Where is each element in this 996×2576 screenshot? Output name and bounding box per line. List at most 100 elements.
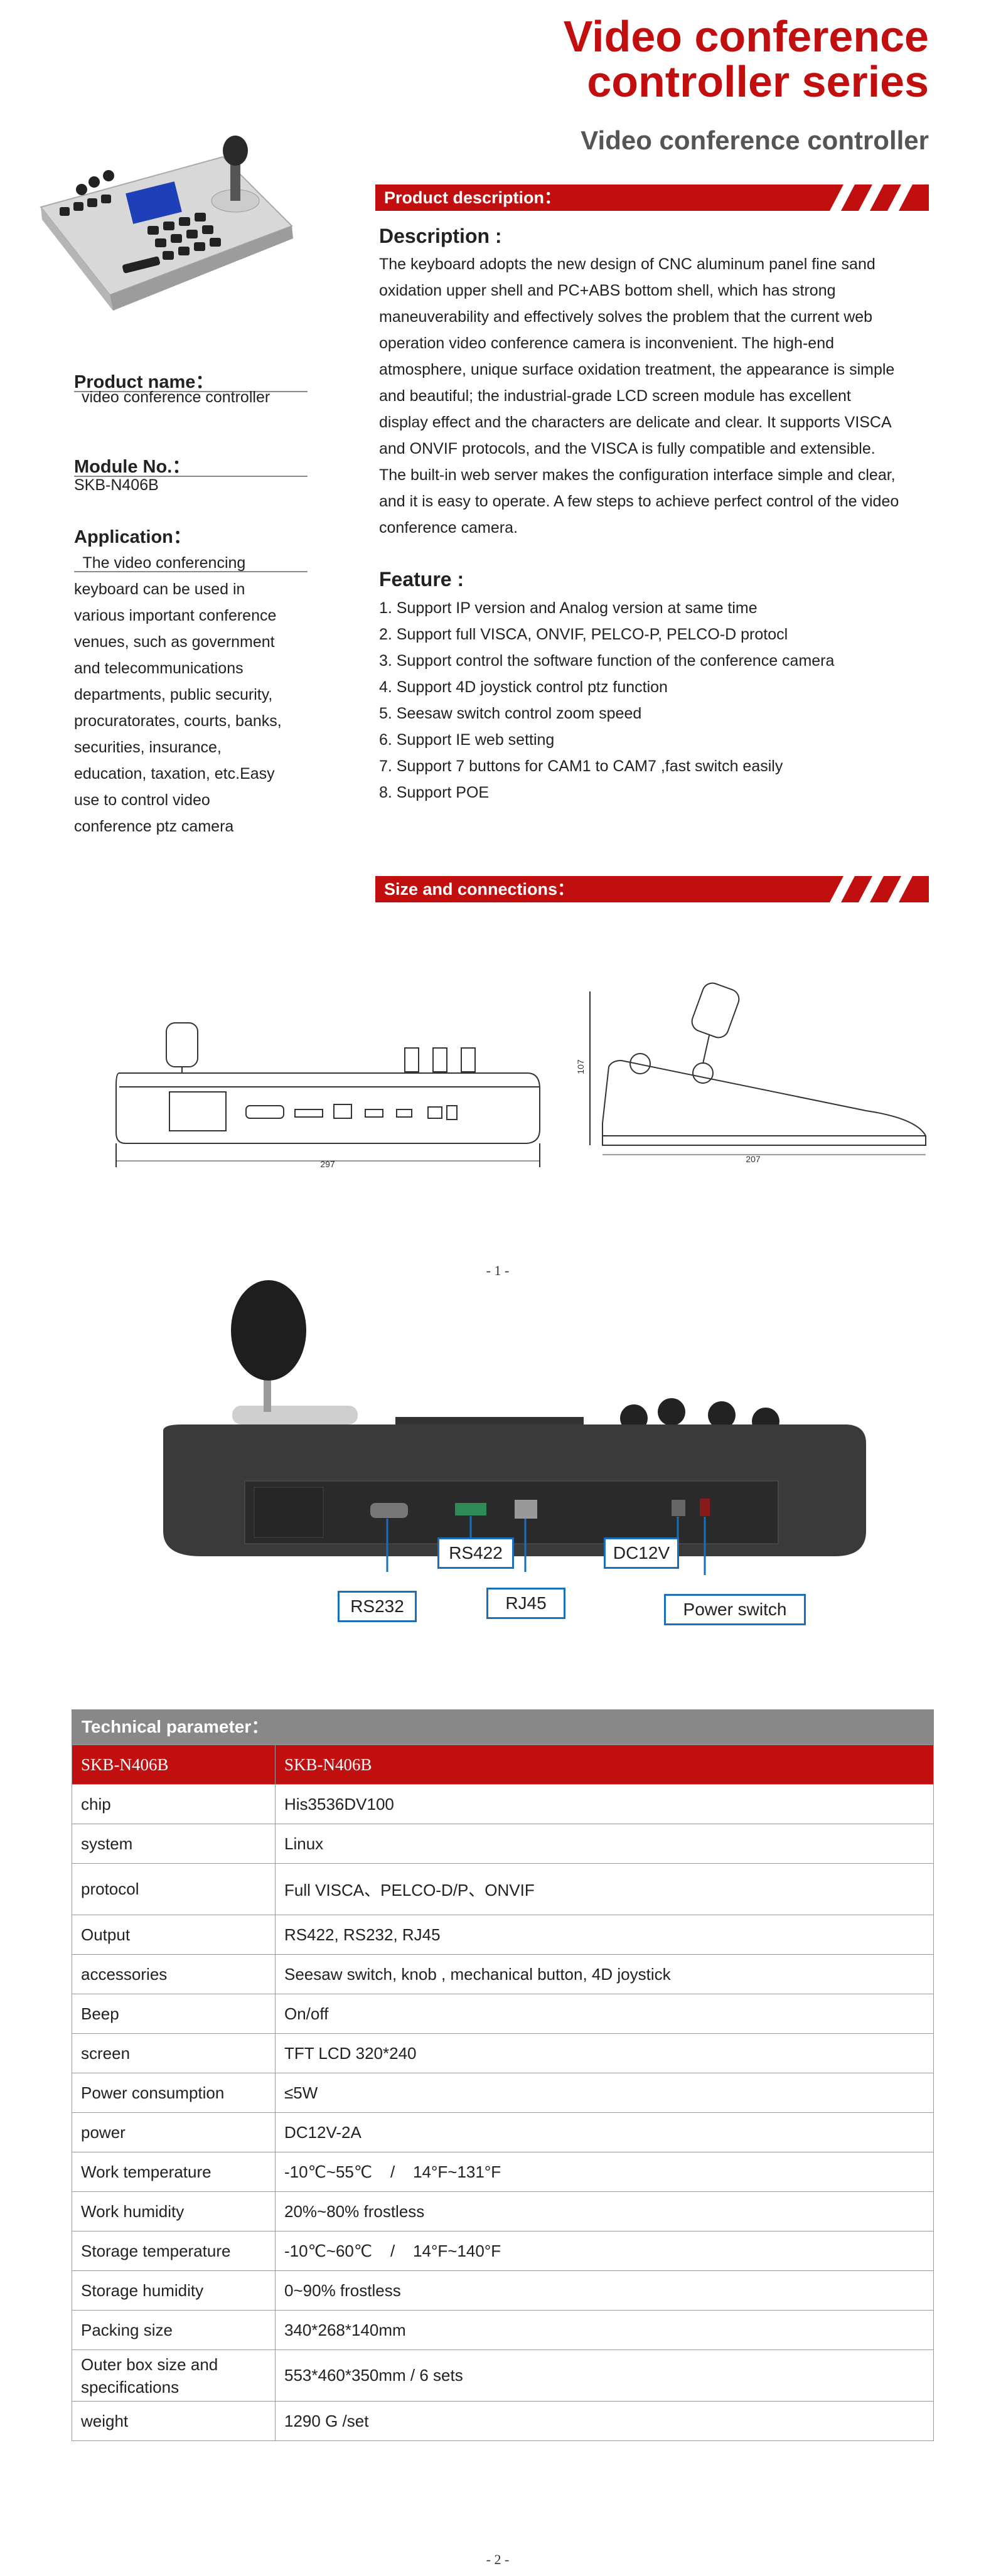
param-value: TFT LCD 320*240 <box>275 2033 934 2073</box>
application-line: The video conferencing <box>74 554 246 572</box>
feature-item: 5. Seesaw switch control zoom speed <box>379 705 642 722</box>
product-name-value: video conference controller <box>82 388 270 406</box>
feature-item: 6. Support IE web setting <box>379 731 555 749</box>
title-line-2: controller series <box>587 57 929 106</box>
description-line: and ONVIF protocols, and the VISCA is fu… <box>379 440 876 457</box>
feature-item: 7. Support 7 buttons for CAM1 to CAM7 ,f… <box>379 757 783 775</box>
param-value: -10℃~60℃ / 14°F~140°F <box>275 2231 934 2271</box>
front-view-drawing: 297 <box>115 1022 540 1169</box>
param-name: system <box>72 1824 276 1864</box>
param-name: screen <box>72 2033 276 2073</box>
param-value: RS422, RS232, RJ45 <box>275 1915 934 1955</box>
size-connections-bar: Size and connections： <box>375 876 929 902</box>
keyboard-top-view-image <box>40 136 293 311</box>
param-value: Full VISCA、PELCO-D/P、ONVIF <box>275 1863 934 1915</box>
param-value: DC12V-2A <box>275 2112 934 2152</box>
feature-item: 3. Support control the software function… <box>379 652 835 670</box>
param-name: accessories <box>72 1954 276 1994</box>
technical-parameter-header: Technical parameter： <box>72 1709 934 1745</box>
divider <box>74 476 308 477</box>
param-value: 553*460*350mm / 6 sets <box>275 2349 934 2402</box>
param-name: Work temperature <box>72 2152 276 2192</box>
power-switch-label: Power switch <box>664 1594 806 1625</box>
application-line: use to control video <box>74 791 210 809</box>
dim-width-side: 207 <box>746 1154 761 1164</box>
param-value: 20%~80% frostless <box>275 2191 934 2231</box>
param-name: Beep <box>72 1994 276 2034</box>
param-name: Power consumption <box>72 2073 276 2113</box>
page-subtitle: Video conference controller <box>581 126 929 155</box>
title-line-1: Video conference <box>563 12 929 61</box>
table-row: SKB-N406B SKB-N406B <box>72 1745 934 1785</box>
stripes-decoration-icon <box>830 184 913 211</box>
description-line: oxidation upper shell and PC+ABS bottom … <box>379 282 836 299</box>
param-name: Storage humidity <box>72 2270 276 2311</box>
description-line: display effect and the characters are de… <box>379 414 892 431</box>
description-line: atmosphere, unique surface oxidation tre… <box>379 361 895 378</box>
application-label: Application： <box>74 527 191 547</box>
param-value: ≤5W <box>275 2073 934 2113</box>
param-value: His3536DV100 <box>275 1784 934 1824</box>
dim-width-front: 297 <box>320 1159 335 1169</box>
rj45-label: RJ45 <box>486 1588 565 1619</box>
feature-item: 2. Support full VISCA, ONVIF, PELCO-P, P… <box>379 626 788 643</box>
application-line: education, taxation, etc.Easy <box>74 765 275 783</box>
technical-parameter-section: Technical parameter： SKB-N406B SKB-N406B… <box>72 1709 934 2441</box>
param-value: Linux <box>275 1824 934 1864</box>
size-connections-bar-label: Size and connections： <box>384 880 575 899</box>
description-line: conference camera. <box>379 519 518 537</box>
dim-height-side: 107 <box>576 1059 586 1074</box>
page-number-1: - 1 - <box>486 1263 510 1278</box>
page-number-2: - 2 - <box>486 2552 510 2567</box>
application-line: keyboard can be used in <box>74 580 245 598</box>
product-description-bar: Product description： <box>375 184 929 211</box>
param-name: Output <box>72 1915 276 1955</box>
param-value: -10℃~55℃ / 14°F~131°F <box>275 2152 934 2192</box>
application-line: and telecommunications <box>74 660 244 677</box>
description-line: operation video conference camera is inc… <box>379 334 834 352</box>
param-name: Outer box size and specifications <box>72 2349 276 2402</box>
feature-heading: Feature : <box>379 568 464 591</box>
description-line: The keyboard adopts the new design of CN… <box>379 255 876 273</box>
description-line: and beautiful; the industrial-grade LCD … <box>379 387 851 405</box>
application-line: departments, public security, <box>74 686 273 703</box>
rear-connections-photo <box>163 1280 866 1575</box>
description-line: and it is easy to operate. A few steps t… <box>379 493 899 510</box>
param-name: Packing size <box>72 2310 276 2350</box>
table-row: Storage temperature-10℃~60℃ / 14°F~140°F <box>72 2231 934 2271</box>
application-text: The video conferencing keyboard can be u… <box>74 550 313 840</box>
module-value: SKB-N406B <box>74 476 159 494</box>
application-line: various important conference <box>74 607 277 624</box>
description-line: maneuverability and effectively solves t… <box>379 308 873 326</box>
divider <box>74 571 308 572</box>
table-row: Power consumption≤5W <box>72 2073 934 2113</box>
stripes-decoration-icon <box>830 876 913 902</box>
rs422-label: RS422 <box>437 1537 514 1569</box>
param-name: Storage temperature <box>72 2231 276 2271</box>
table-row: Work temperature-10℃~55℃ / 14°F~131°F <box>72 2152 934 2192</box>
page-title: Video conference controller series <box>314 14 929 104</box>
divider <box>74 391 308 392</box>
application-line: securities, insurance, <box>74 739 222 756</box>
model-cell-left: SKB-N406B <box>72 1745 276 1785</box>
param-value: Seesaw switch, knob , mechanical button,… <box>275 1954 934 1994</box>
param-name: power <box>72 2112 276 2152</box>
feature-list: 1. Support IP version and Analog version… <box>379 595 944 806</box>
dc12v-label: DC12V <box>604 1537 679 1569</box>
param-name: weight <box>72 2401 276 2441</box>
feature-item: 1. Support IP version and Analog version… <box>379 599 758 617</box>
feature-item: 4. Support 4D joystick control ptz funct… <box>379 678 668 696</box>
param-value: 1290 G /set <box>275 2401 934 2441</box>
side-view-drawing: 207 107 <box>576 982 926 1164</box>
param-value: 0~90% frostless <box>275 2270 934 2311</box>
